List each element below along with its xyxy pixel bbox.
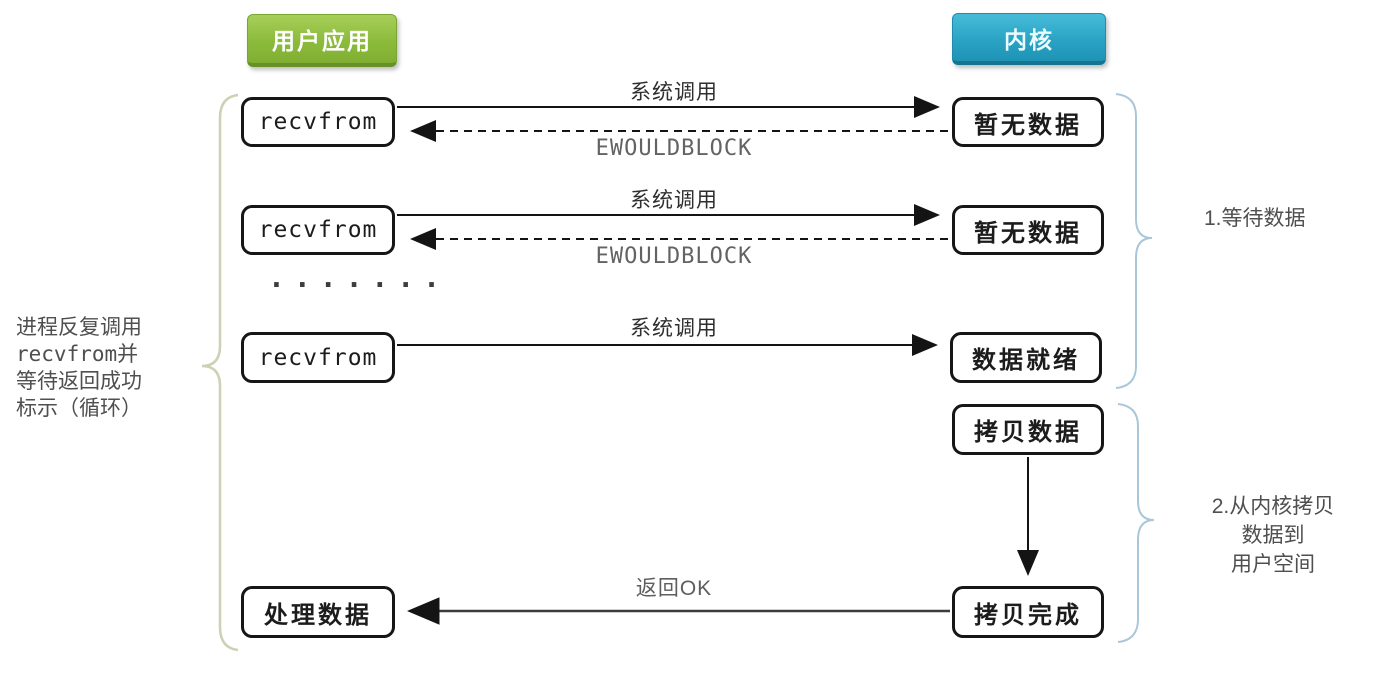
loop-note-line-3: 等待返回成功 xyxy=(16,370,142,393)
loop-note-line-2: recvfrom并 xyxy=(16,342,139,366)
recvfrom-box-3: recvfrom xyxy=(241,332,395,383)
data-ready-box: 数据就绪 xyxy=(950,332,1102,383)
copy-done-box: 拷贝完成 xyxy=(952,586,1104,638)
copy-data-box: 拷贝数据 xyxy=(952,404,1104,455)
process-data-box: 处理数据 xyxy=(241,586,395,638)
recvfrom-box-2: recvfrom xyxy=(241,205,395,255)
syscall-label-2: 系统调用 xyxy=(630,189,718,212)
copy-data-brace xyxy=(1117,403,1155,643)
loop-note-line-1: 进程反复调用 xyxy=(16,316,142,339)
loop-note-line-4: 标示（循环） xyxy=(16,397,142,420)
wait-data-brace xyxy=(1115,93,1153,389)
user-app-header: 用户应用 xyxy=(247,14,397,67)
recvfrom-box-1: recvfrom xyxy=(241,97,395,147)
wait-data-note: 1.等待数据 xyxy=(1204,207,1306,230)
ewouldblock-label-1: EWOULDBLOCK xyxy=(595,136,753,161)
no-data-box-1: 暂无数据 xyxy=(952,97,1104,147)
return-ok-label: 返回OK xyxy=(635,577,713,600)
syscall-label-3: 系统调用 xyxy=(630,317,718,340)
copy-note-line-1: 2.从内核拷贝 xyxy=(1211,495,1335,518)
syscall-label-1: 系统调用 xyxy=(630,81,718,104)
repeat-ellipsis: ······· xyxy=(268,268,450,301)
kernel-header: 内核 xyxy=(952,13,1106,65)
loop-note: 进程反复调用 recvfrom并 等待返回成功 标示（循环） xyxy=(16,314,208,422)
ewouldblock-label-2: EWOULDBLOCK xyxy=(595,244,753,269)
copy-data-note: 2.从内核拷贝 数据到 用户空间 xyxy=(1188,492,1358,579)
copy-note-line-3: 用户空间 xyxy=(1231,553,1315,576)
copy-note-line-2: 数据到 xyxy=(1241,524,1305,547)
no-data-box-2: 暂无数据 xyxy=(952,205,1104,255)
